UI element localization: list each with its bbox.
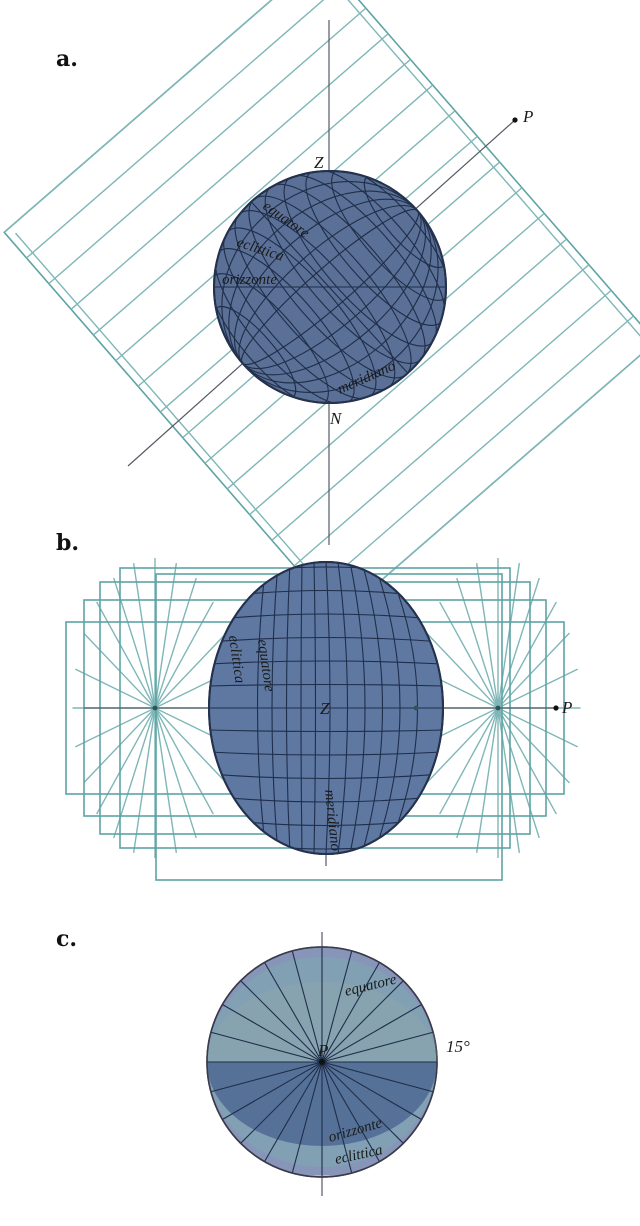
panel-a-planes: [3, 0, 640, 619]
panel-b-parallel-arc: [209, 613, 443, 621]
panel-a-plane-line: [293, 289, 612, 567]
panel-a-label: a.: [56, 46, 78, 72]
panel-b-parallel-arc: [209, 751, 443, 756]
panel-b-sphere-outline: [208, 561, 444, 855]
panel-b-parallel-arc: [209, 795, 443, 803]
panel-a: a. P Z N equatore eclittica orizzonte me…: [3, 0, 640, 619]
panel-a-label-orizzonte: orizzonte: [222, 272, 277, 288]
panel-b-point-p: P: [561, 698, 572, 717]
panel-a-point-n: N: [329, 409, 343, 428]
panel-a-plane-line: [70, 33, 389, 310]
panel-a-point-z: Z: [314, 153, 324, 172]
panel-b-pole-dot: [553, 705, 559, 711]
panel-c-label: c.: [56, 926, 77, 952]
panel-a-plane-line: [92, 58, 411, 336]
panel-b-label-eclittica: eclittica: [225, 634, 248, 684]
panel-b-point-z: Z: [320, 699, 330, 718]
panel-b-parallel-arc: [209, 660, 443, 665]
panel-a-plane-line: [48, 7, 367, 285]
panel-a-plane-edge: [14, 232, 341, 607]
panel-b-parallel-arc: [209, 683, 443, 687]
panel-a-parallel-lines: [3, 0, 640, 618]
panel-a-meridian-line: [223, 171, 437, 403]
panel-c-pole-dot: [319, 1059, 325, 1065]
panel-c-angle-label: 15°: [446, 1037, 470, 1056]
panel-a-pole-dot: [512, 117, 518, 123]
panel-c-point-p: P: [317, 1041, 328, 1060]
panel-a-sphere-outline: [213, 170, 447, 404]
panel-b-inner-focus: [413, 705, 419, 711]
panel-b-label-meridiano: meridiano: [321, 789, 343, 852]
panel-a-plane-edge: [319, 0, 640, 342]
panel-b-label-equatore: equatore: [254, 638, 277, 693]
panel-b-parallel-arc: [209, 773, 443, 780]
panel-b-sphere-grid: [209, 562, 443, 854]
panel-a-plane-line: [316, 315, 634, 593]
panel-b-left-focus: [152, 705, 158, 711]
panel-a-plane-line: [3, 0, 322, 233]
panel-b: b. P Z equatore eclittica meridiano: [56, 530, 581, 881]
panel-c-angle-arc: [432, 1032, 438, 1063]
panel-a-plane-line: [338, 341, 640, 618]
panel-a-plane-line: [26, 0, 344, 259]
panel-b-parallel-arc: [209, 636, 443, 643]
panel-a-point-p: P: [522, 107, 533, 126]
panel-c: c. P 15° equatore orizzonte eclittica: [56, 926, 470, 1196]
panel-b-parallel-arc: [209, 729, 443, 733]
panel-a-plane-line: [249, 238, 568, 516]
panel-a-plane-line: [271, 264, 590, 541]
panel-b-label: b.: [56, 530, 79, 556]
panel-b-right-focus: [495, 705, 501, 711]
